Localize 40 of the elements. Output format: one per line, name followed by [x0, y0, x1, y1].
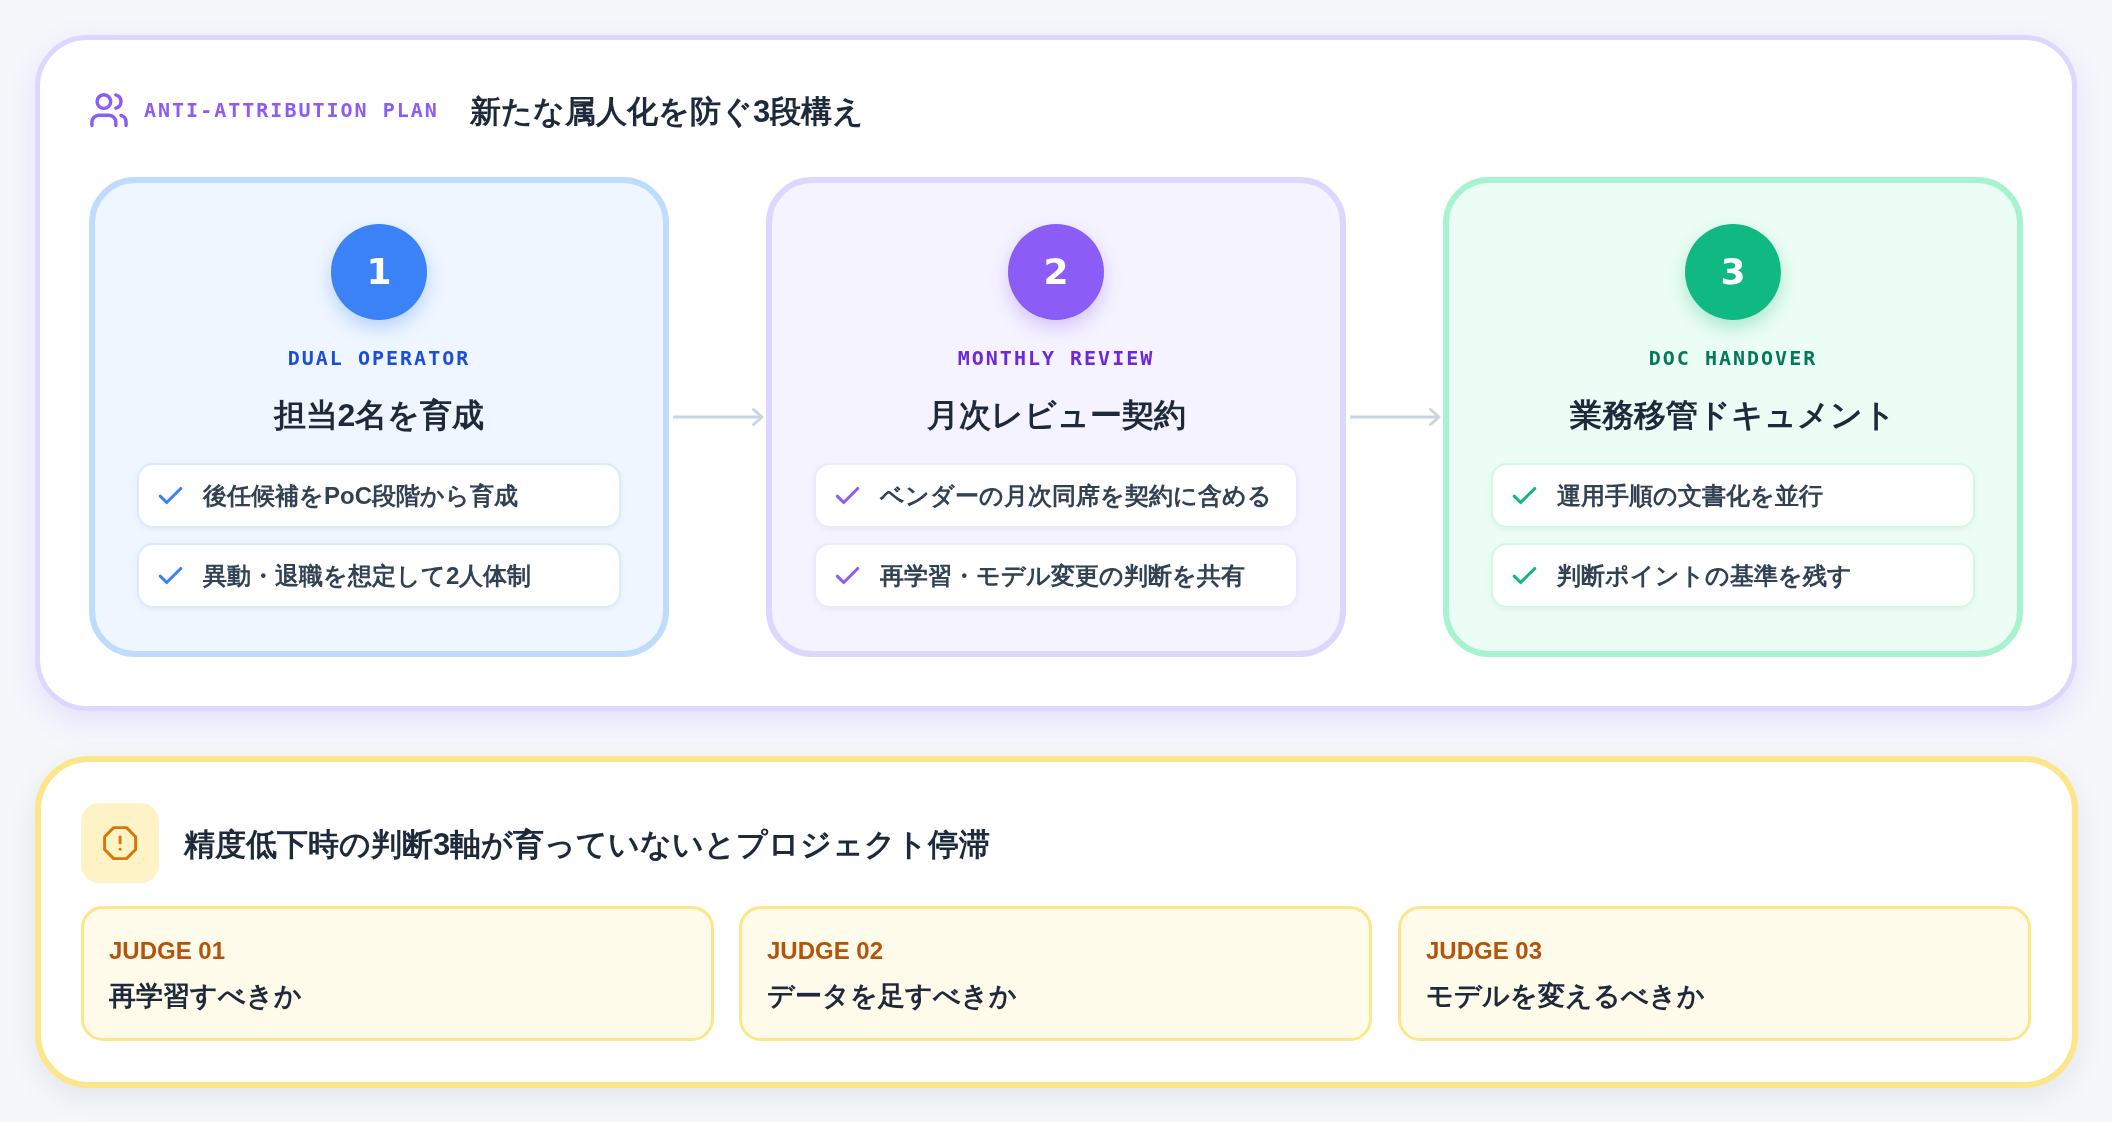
judge-label: JUDGE 03	[1426, 936, 1543, 966]
judge-question: 再学習すべきか	[109, 980, 302, 1014]
judge-card	[81, 906, 714, 1041]
warning-panel	[35, 756, 2078, 1088]
checklist-text: 再学習・モデル変更の判断を共有	[880, 560, 1245, 591]
checklist-text: 後任候補をPoC段階から育成	[203, 480, 518, 511]
checklist-item	[1491, 463, 1975, 528]
step-kicker: DUAL OPERATOR	[287, 345, 471, 371]
checklist-text: 運用手順の文書化を並行	[1557, 480, 1823, 511]
panel-title: 新たな属人化を防ぐ3段構え	[470, 92, 865, 131]
checklist-item	[137, 543, 621, 608]
checklist-text: ベンダーの月次同席を契約に含める	[880, 480, 1272, 511]
step-card	[1443, 177, 2023, 657]
judge-question: データを足すべきか	[767, 980, 1017, 1014]
step-number-circle: 2	[1008, 224, 1104, 320]
judge-question: モデルを変えるべきか	[1426, 980, 1705, 1014]
judge-card	[1398, 906, 2031, 1041]
checklist-text: 判断ポイントの基準を残す	[1557, 560, 1852, 591]
warning-heading: 精度低下時の判断3軸が育っていないとプロジェクト停滞	[184, 825, 991, 864]
step-kicker: MONTHLY REVIEW	[957, 345, 1155, 371]
step-title: 月次レビュー契約	[926, 396, 1186, 435]
step-number-circle: 3	[1685, 224, 1781, 320]
step-kicker: DOC HANDOVER	[1648, 345, 1818, 371]
checklist-text: 異動・退職を想定して2人体制	[203, 560, 532, 591]
judge-label: JUDGE 02	[767, 936, 884, 966]
step-title: 担当2名を育成	[273, 396, 485, 435]
step-number-circle: 1	[331, 224, 427, 320]
judge-label: JUDGE 01	[109, 936, 226, 966]
arrow	[1350, 408, 1441, 426]
checklist-item	[1491, 543, 1975, 608]
checklist-item	[137, 463, 621, 528]
kicker-text: ANTI-ATTRIBUTION PLAN	[144, 97, 439, 123]
plan-panel	[35, 35, 2077, 711]
step-card	[766, 177, 1346, 657]
step-card	[89, 177, 669, 657]
arrow	[673, 408, 764, 426]
judge-card	[739, 906, 1372, 1041]
checklist-item	[814, 463, 1298, 528]
checklist-item	[814, 543, 1298, 608]
step-title: 業務移管ドキュメント	[1570, 396, 1896, 435]
